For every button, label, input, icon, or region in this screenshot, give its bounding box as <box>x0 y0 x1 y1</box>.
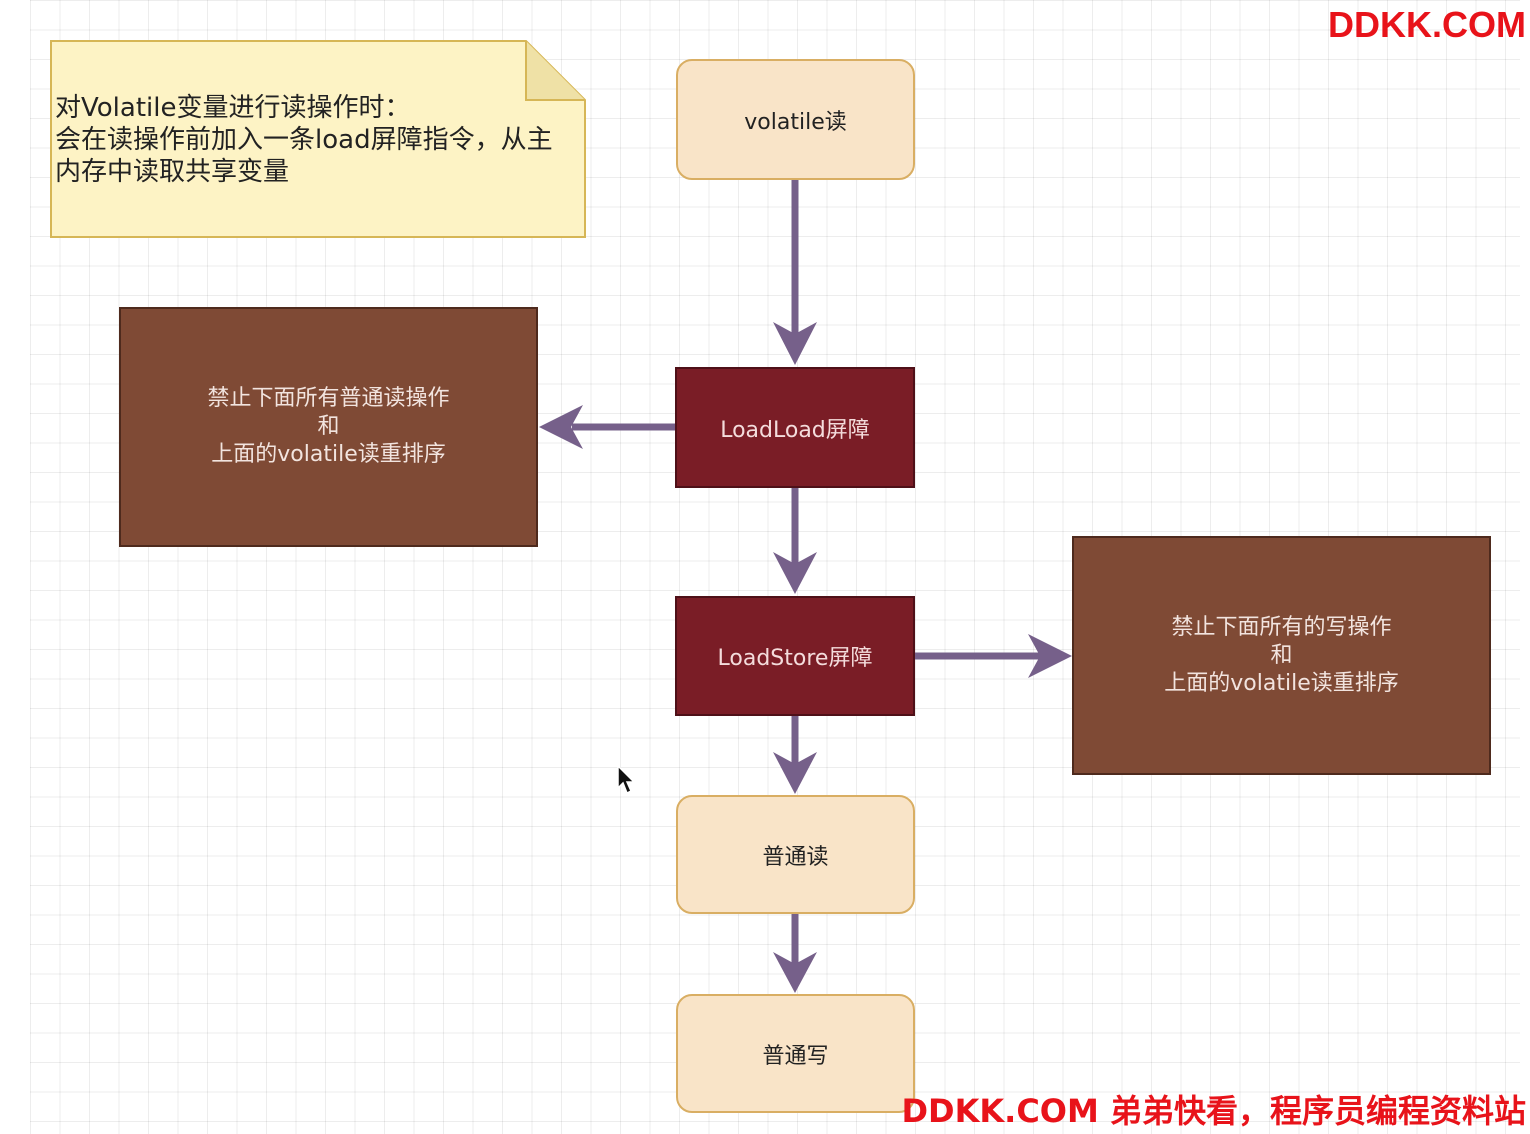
explanation-line: 禁止下面所有普通读操作 <box>207 386 450 411</box>
watermark-top: DDKK.COM <box>1328 4 1526 45</box>
node-loadstore-barrier[interactable]: LoadStore屏障 <box>675 596 915 716</box>
arrow-head <box>773 322 817 365</box>
explanation-line: 和 <box>1270 642 1293 668</box>
watermark-bottom: DDKK.COM 弟弟快看，程序员编程资料站 <box>901 1092 1526 1130</box>
arrow-head <box>539 405 583 449</box>
node-normal-read[interactable]: 普通读 <box>676 795 915 914</box>
loadstore-explanation-box[interactable]: 禁止下面所有的写操作 和 上面的volatile读重排序 <box>1072 536 1491 775</box>
explanation-line: 上面的volatile读重排序 <box>211 442 446 467</box>
arrow-head <box>773 752 817 794</box>
note-shape <box>50 40 586 238</box>
explanation-line: 禁止下面所有的写操作 <box>1171 614 1392 640</box>
mouse-cursor-icon <box>617 764 636 795</box>
explanation-note[interactable]: 对Volatile变量进行读操作时： 会在读操作前加入一条load屏障指令，从主… <box>50 40 586 238</box>
note-line: 对Volatile变量进行读操作时： <box>55 93 411 123</box>
note-text: 对Volatile变量进行读操作时： 会在读操作前加入一条load屏障指令，从主… <box>55 92 585 188</box>
node-volatile-read[interactable]: volatile读 <box>676 59 915 180</box>
note-line: 会在读操作前加入一条load屏障指令，从主 <box>55 125 553 155</box>
node-normal-write[interactable]: 普通写 <box>676 994 915 1113</box>
arrow-head <box>1028 634 1072 678</box>
arrow-head <box>773 552 817 594</box>
node-loadload-barrier[interactable]: LoadLoad屏障 <box>675 367 915 488</box>
arrow-head <box>773 952 817 993</box>
loadload-explanation-box[interactable]: 禁止下面所有普通读操作 和 上面的volatile读重排序 <box>119 307 538 547</box>
explanation-line: 和 <box>317 414 340 439</box>
explanation-line: 上面的volatile读重排序 <box>1164 670 1399 696</box>
note-line: 内存中读取共享变量 <box>55 157 290 187</box>
